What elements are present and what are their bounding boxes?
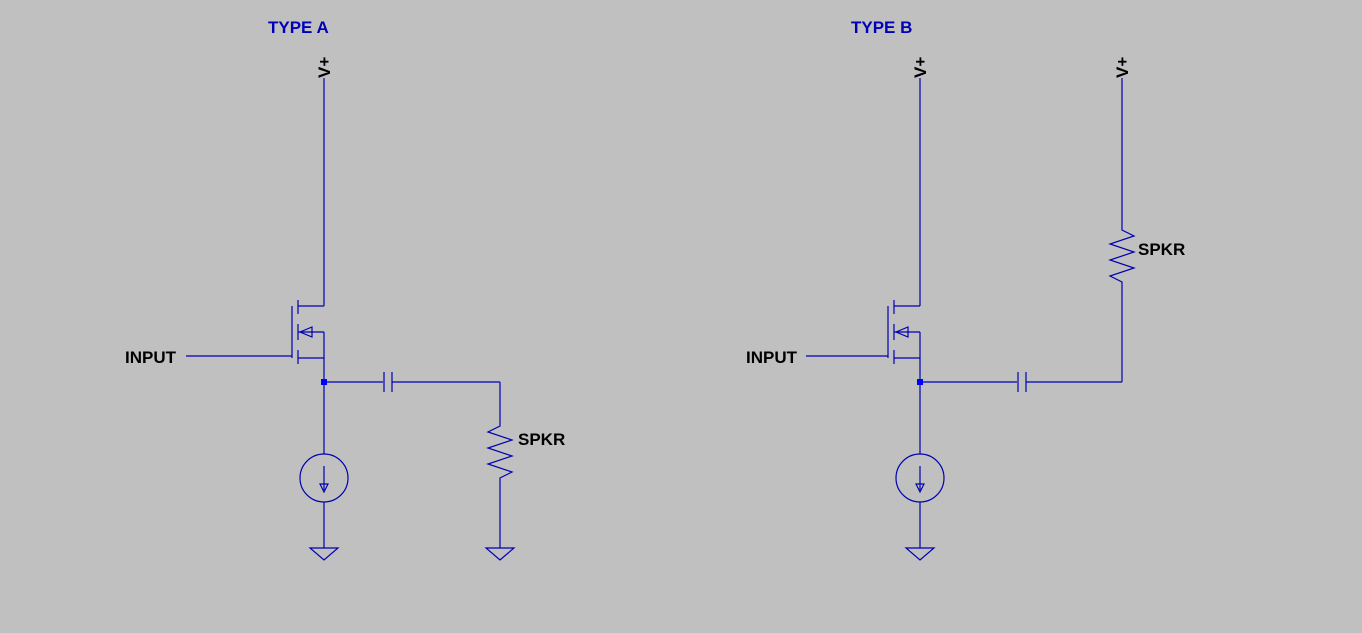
current-source-a (299, 453, 349, 503)
junction-a (321, 379, 327, 385)
mosfet-a-arrow-icon (298, 326, 313, 338)
capacitor-a (383, 372, 393, 392)
current-source-b (895, 453, 945, 503)
schematic-type-b: TYPE B V+ V+ (746, 18, 1185, 561)
mosfet-b (887, 300, 921, 364)
ground-a2-icon (484, 547, 516, 561)
ground-a-icon (308, 547, 340, 561)
schematic-a-title: TYPE A (268, 18, 329, 37)
mosfet-a (291, 300, 325, 364)
schematic-b-input-label: INPUT (746, 348, 798, 367)
schematic-b-supply-label-mosfet: V+ (911, 57, 930, 78)
capacitor-b (1017, 372, 1027, 392)
schematic-a-supply-label: V+ (315, 57, 334, 78)
schematic-type-a: TYPE A V+ (125, 18, 565, 561)
schematic-b-speaker-label: SPKR (1138, 240, 1185, 259)
speaker-resistor-a (486, 418, 514, 486)
mosfet-b-arrow-icon (894, 326, 909, 338)
schematic-a-speaker-label: SPKR (518, 430, 565, 449)
schematic-b-supply-label-speaker: V+ (1113, 57, 1132, 78)
schematic-a-input-label: INPUT (125, 348, 177, 367)
ground-b-icon (904, 547, 936, 561)
schematic-b-title: TYPE B (851, 18, 912, 37)
junction-b (917, 379, 923, 385)
speaker-resistor-b (1108, 222, 1136, 290)
